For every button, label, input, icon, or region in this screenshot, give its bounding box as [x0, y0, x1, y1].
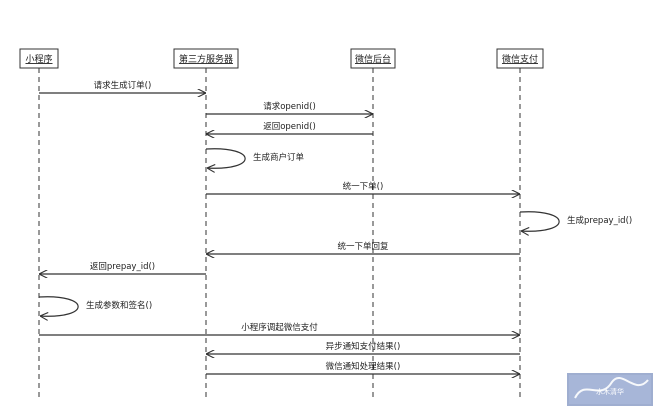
self-call-arrow: [205, 148, 246, 169]
message-4: 生成商户订单: [205, 148, 305, 169]
message-3: 返回openid(): [206, 121, 373, 134]
svg-text:水木清华: 水木清华: [596, 387, 624, 396]
participant-label: 微信支付: [502, 53, 538, 65]
message-6: 生成prepay_id(): [519, 211, 632, 232]
message-label: 返回prepay_id(): [90, 261, 155, 272]
participant-label: 微信后台: [355, 53, 391, 65]
message-5: 统一下单(): [206, 181, 520, 194]
participant-wechat-pay: 微信支付: [496, 48, 544, 69]
participant-label: 第三方服务器: [179, 53, 233, 65]
message-label: 生成参数和签名(): [86, 300, 152, 311]
participant-third-party-server: 第三方服务器: [173, 48, 239, 69]
message-label: 统一下单(): [343, 181, 384, 192]
self-call-arrow: [519, 211, 560, 232]
self-call-arrow: [38, 296, 79, 317]
message-label: 请求生成订单(): [94, 80, 152, 91]
message-label: 返回openid(): [263, 121, 316, 132]
message-7: 统一下单回复: [206, 241, 520, 254]
message-label: 统一下单回复: [337, 241, 389, 252]
message-10: 小程序调起微信支付: [39, 322, 520, 335]
message-11: 异步通知支付结果(): [206, 341, 520, 354]
message-label: 请求openid(): [263, 101, 316, 112]
message-9: 生成参数和签名(): [38, 296, 152, 317]
message-label: 生成商户订单: [253, 152, 305, 163]
message-label: 小程序调起微信支付: [241, 322, 318, 333]
message-12: 微信通知处理结果(): [206, 361, 520, 374]
message-2: 请求openid(): [206, 101, 373, 114]
participant-label: 小程序: [25, 53, 52, 65]
message-label: 微信通知处理结果(): [326, 361, 401, 372]
message-label: 生成prepay_id(): [567, 215, 632, 226]
participant-miniprogram: 小程序: [19, 48, 59, 69]
message-label: 异步通知支付结果(): [326, 341, 401, 352]
message-1: 请求生成订单(): [39, 80, 206, 93]
participant-wechat-backend: 微信后台: [350, 48, 396, 69]
message-8: 返回prepay_id(): [39, 261, 206, 274]
watermark-logo: 水木清华: [567, 373, 653, 406]
